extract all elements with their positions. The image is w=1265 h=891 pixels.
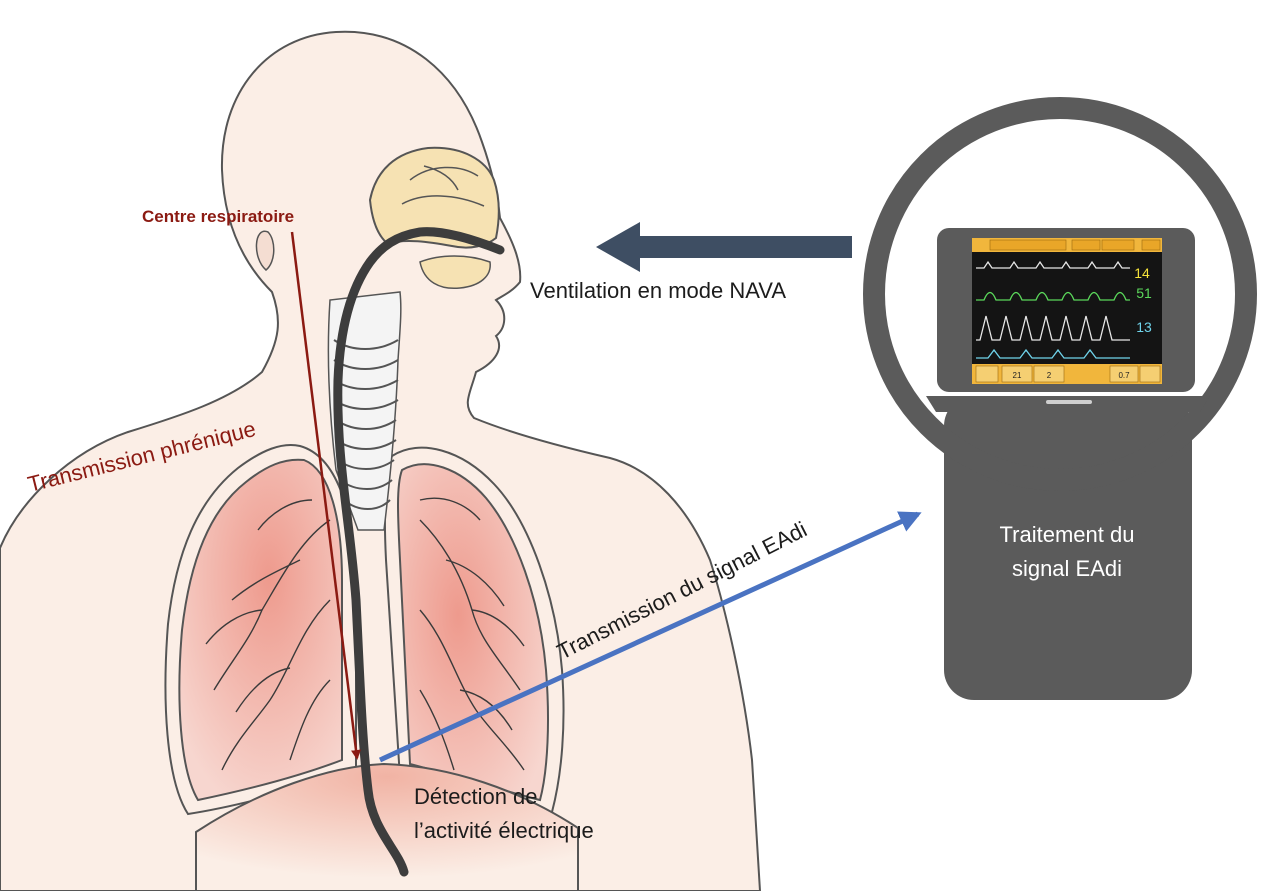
ventilator-device: 14 51 13 21 2 0.7 [874, 108, 1246, 700]
monitor-value-eadi: 13 [1136, 319, 1152, 335]
label-detection-2: l’activité électrique [414, 818, 594, 843]
monitor-footer-value-1: 21 [1013, 371, 1022, 380]
monitor-screen [972, 238, 1162, 384]
monitor-value-rate: 14 [1134, 265, 1150, 281]
nava-ventilation-arrow [596, 222, 852, 272]
label-eadi-processing-2: signal EAdi [1012, 556, 1122, 581]
label-detection-1: Détection de [414, 784, 538, 809]
monitor-value-pressure: 51 [1136, 285, 1152, 301]
label-respiratory-center: Centre respiratoire [142, 207, 294, 226]
laptop-notch [1046, 400, 1092, 404]
label-eadi-processing-1: Traitement du [1000, 522, 1135, 547]
monitor-footer-value-2: 2 [1047, 371, 1052, 380]
monitor-footer-value-3: 0.7 [1118, 371, 1130, 380]
label-nava-ventilation: Ventilation en mode NAVA [530, 278, 786, 303]
